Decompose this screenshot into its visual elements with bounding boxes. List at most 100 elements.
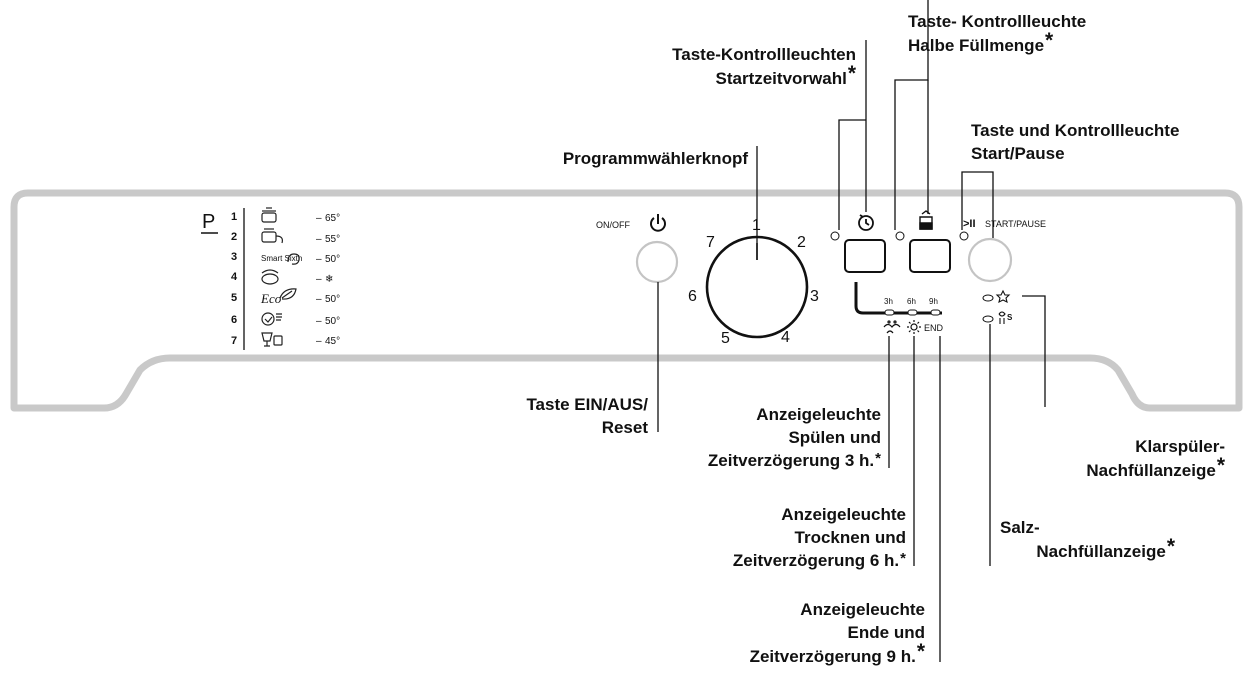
dry-sun-icon [907, 320, 921, 334]
program-number: 2 [231, 231, 237, 243]
svg-text:–: – [316, 234, 322, 245]
salt-led [982, 315, 994, 323]
svg-text:–: – [316, 213, 322, 224]
callout-line: Zeitverzögerung 9 h. [749, 647, 916, 666]
dial-number: 5 [721, 330, 730, 347]
program-number: 4 [231, 271, 238, 283]
salt-icon [998, 311, 1006, 324]
delay-led [830, 231, 840, 241]
callout-asterisk: * [900, 550, 906, 567]
callout-line: Spülen und [788, 428, 881, 447]
start-pause-label: START/PAUSE [985, 219, 1046, 229]
delay-bracket [854, 282, 942, 315]
callout-line: Anzeigeleuchte [781, 505, 906, 524]
delay-hour-label: 6h [907, 297, 916, 306]
program-temp: 50° [325, 316, 340, 327]
callout-asterisk: * [1166, 535, 1175, 558]
callout-asterisk: * [1045, 29, 1054, 52]
callout-line: Nachfüllanzeige [1086, 461, 1216, 480]
start-pause-button[interactable] [967, 237, 1013, 283]
soak-icon [261, 269, 279, 285]
dial-number: 2 [797, 234, 806, 251]
eco-leaf-icon [279, 288, 297, 300]
start-pause-icon: >II [963, 218, 976, 230]
callout-onoff-reset: Taste EIN/AUS/ Reset [420, 393, 648, 439]
start-pause-led [959, 231, 969, 241]
callout-half-load: Taste- Kontrollleuchte Halbe Füllmenge* [908, 10, 1086, 57]
half-load-icon [919, 210, 933, 230]
pot-and-cup-icon [261, 228, 283, 244]
program-row: 1 2 3 4 5 6 7 [231, 211, 238, 347]
delay-start-button[interactable] [844, 239, 886, 273]
pot-icon [261, 207, 277, 223]
program-number: 7 [231, 335, 237, 347]
program-number: 6 [231, 314, 237, 326]
leader-lines [657, 0, 1046, 662]
program-temp: ❄ [325, 274, 333, 285]
program-temp: 45° [325, 336, 340, 347]
callout-dry-delay6: Anzeigeleuchte Trocknen und Zeitverzöger… [660, 503, 906, 573]
callout-line: Taste-Kontrollleuchten [672, 45, 856, 64]
clock-icon [858, 214, 874, 231]
callout-line: Taste EIN/AUS/ [526, 395, 648, 414]
power-icon [650, 214, 666, 232]
delay-hour-label: 3h [884, 297, 893, 306]
callout-asterisk: * [916, 640, 925, 663]
dial-number: 7 [706, 234, 715, 251]
callout-line: Zeitverzögerung 3 h. [707, 451, 875, 470]
half-load-button[interactable] [909, 239, 951, 273]
eco-label: Eco [260, 291, 282, 306]
callout-rinse-aid-refill: Klarspüler- Nachfüllanzeige* [1040, 435, 1225, 482]
dial-number: 4 [781, 329, 790, 346]
smart-swirl-icon [287, 253, 300, 265]
end-label: END [924, 323, 944, 333]
svg-text:–: – [316, 274, 322, 285]
callout-program-knob: Programmwählerknopf [480, 147, 748, 170]
svg-text:–: – [316, 336, 322, 347]
program-marker: P [202, 211, 215, 233]
program-temp: 55° [325, 234, 340, 245]
callout-line: Startzeitvorwahl [715, 69, 847, 88]
onoff-label: ON/OFF [596, 220, 630, 230]
quick-wash-icon [261, 312, 282, 326]
callout-line: Klarspüler- [1135, 437, 1225, 456]
delay-3h-led [884, 309, 895, 316]
svg-text:–: – [316, 254, 322, 265]
callout-line: Zeitverzögerung 6 h. [732, 551, 900, 570]
rinse-aid-star-icon [995, 289, 1011, 304]
callout-delay-buttons: Taste-Kontrollleuchten Startzeitvorwahl* [560, 43, 856, 90]
callout-line: Taste- Kontrollleuchte [908, 12, 1087, 31]
callout-line: Anzeigeleuchte [800, 600, 925, 619]
callout-line: Taste und Kontrollleuchte [971, 121, 1180, 140]
svg-text:–: – [316, 316, 322, 327]
delay-9h-led [930, 309, 941, 316]
program-number: 5 [231, 292, 237, 304]
dial-number: 3 [810, 288, 819, 305]
smart-sixth-sense-icon: Smart Sixth [261, 254, 302, 263]
callout-line: Nachfüllanzeige [1036, 542, 1166, 561]
rinse-icon [883, 320, 901, 334]
rinse-aid-led [982, 294, 994, 302]
callout-start-pause: Taste und Kontrollleuchte Start/Pause [971, 119, 1179, 165]
delay-hour-label: 9h [929, 297, 938, 306]
glass-cup-icon [261, 332, 283, 347]
callout-rinse-delay3: Anzeigeleuchte Spülen und Zeitverzögerun… [640, 403, 881, 473]
callout-line: Ende und [847, 623, 925, 642]
program-number: 3 [231, 251, 237, 263]
program-temp: 50° [325, 294, 340, 305]
panel-outline [10, 189, 1243, 412]
callout-asterisk: * [1216, 454, 1225, 477]
callout-line: Salz- [1000, 518, 1040, 537]
callout-line: Reset [601, 418, 648, 437]
program-temp: 50° [325, 254, 340, 265]
svg-text:–: – [316, 294, 322, 305]
half-load-led [895, 231, 905, 241]
onoff-button[interactable] [635, 240, 679, 284]
salt-letter: S [1007, 313, 1013, 322]
callout-asterisk: * [847, 62, 856, 85]
callout-asterisk: * [875, 450, 881, 467]
callout-line: Programmwählerknopf [562, 149, 748, 168]
program-temp: 65° [325, 213, 340, 224]
program-number: 1 [231, 211, 237, 223]
